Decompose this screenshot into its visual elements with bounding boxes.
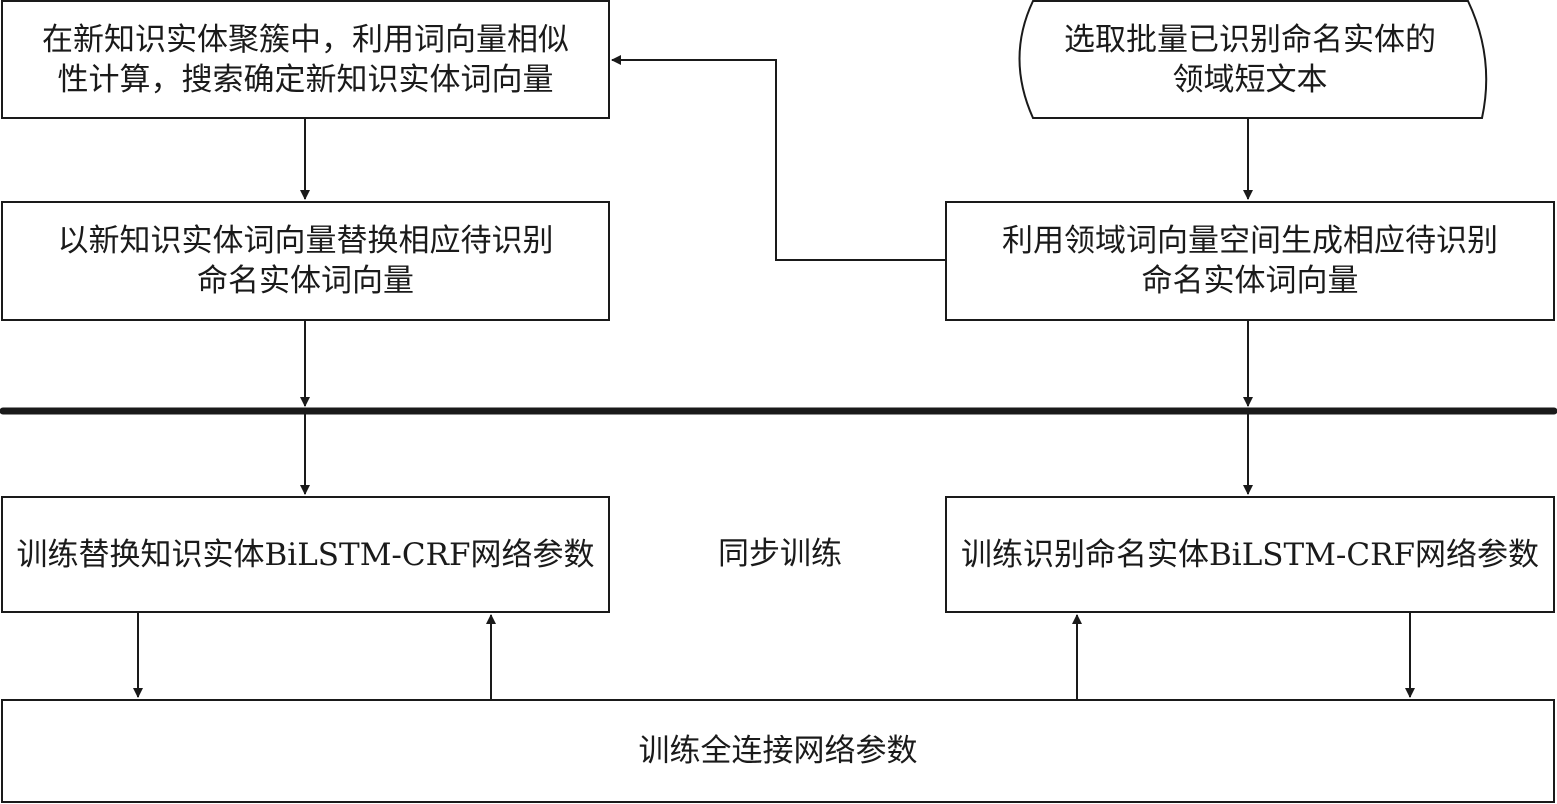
generate-vector-line-1: 利用领域词向量空间生成相应待识别 xyxy=(1002,223,1498,259)
train-fully-connected-box: 训练全连接网络参数 xyxy=(1,699,1555,803)
document-shape xyxy=(1018,0,1488,119)
replace-vector-line-2: 命名实体词向量 xyxy=(197,263,414,299)
generate-vector-line-2: 命名实体词向量 xyxy=(1141,263,1359,299)
replace-vector-box: 以新知识实体词向量替换相应待识别 命名实体词向量 xyxy=(1,201,610,321)
replace-vector-line-1: 以新知识实体词向量替换相应待识别 xyxy=(57,223,554,259)
arrow-generate-to-search xyxy=(611,55,945,261)
generate-vector-box: 利用领域词向量空间生成相应待识别 命名实体词向量 xyxy=(945,201,1555,321)
train-replace-bilstm-box: 训练替换知识实体BiLSTM-CRF网络参数 xyxy=(1,496,610,613)
train-recognize-bilstm-box: 训练识别命名实体BiLSTM-CRF网络参数 xyxy=(945,496,1555,613)
search-entity-vector-box: 在新知识实体聚簇中，利用词向量相似 性计算，搜索确定新知识实体词向量 xyxy=(1,0,610,119)
train-fully-connected-label: 训练全连接网络参数 xyxy=(638,733,918,769)
select-domain-texts-line-1: 选取批量已识别命名实体的 xyxy=(1064,22,1436,58)
search-entity-vector-line-1: 在新知识实体聚簇中，利用词向量相似 xyxy=(42,21,569,58)
select-domain-texts-label: 选取批量已识别命名实体的 领域短文本 xyxy=(1016,10,1484,110)
train-recognize-bilstm-label: 训练识别命名实体BiLSTM-CRF网络参数 xyxy=(961,536,1539,573)
sync-training-label: 同步训练 xyxy=(718,536,842,572)
select-domain-texts-line-2: 领域短文本 xyxy=(1172,62,1328,98)
train-replace-bilstm-label: 训练替换知识实体BiLSTM-CRF网络参数 xyxy=(16,536,595,573)
search-entity-vector-line-2: 性计算，搜索确定新知识实体词向量 xyxy=(57,61,554,98)
